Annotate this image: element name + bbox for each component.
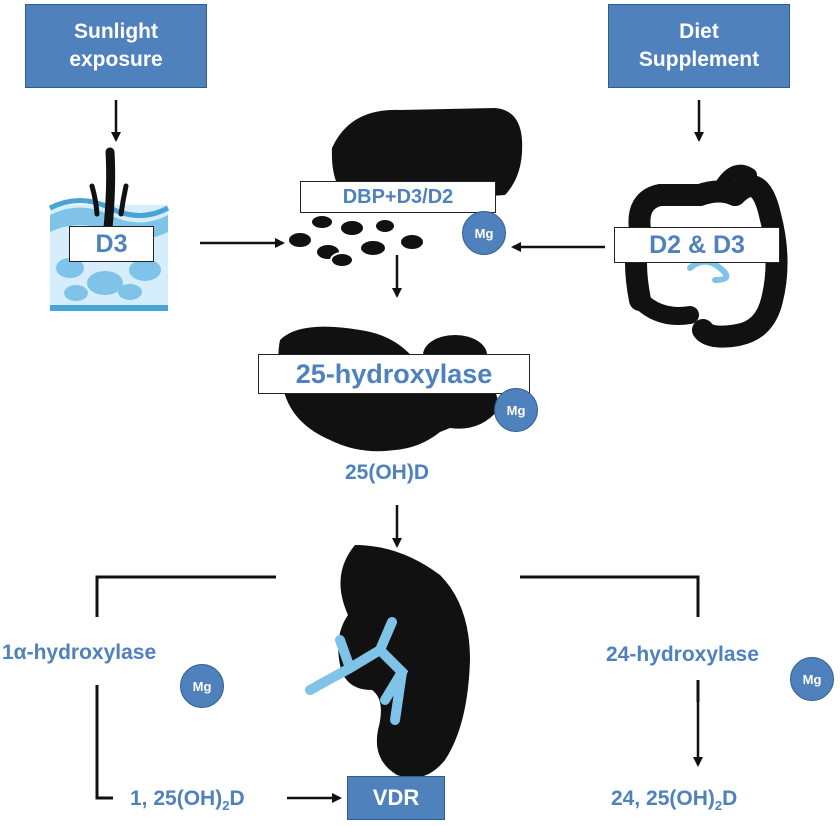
mg-badge-liver: Mg xyxy=(494,388,538,432)
product-right-sub: 2 xyxy=(714,798,723,814)
skin-d3-label: D3 xyxy=(69,226,154,262)
mg-badge-right: Mg xyxy=(790,657,834,701)
product-right-suffix: D xyxy=(722,787,738,810)
vdr-box: VDR xyxy=(347,776,445,820)
product-left-suffix: D xyxy=(229,787,245,810)
product-left-sub: 2 xyxy=(222,798,230,814)
intestine-icon xyxy=(625,164,788,348)
enzyme-1-alpha-hydroxylase: 1α-hydroxylase xyxy=(2,641,157,664)
mg-badge-blood: Mg xyxy=(462,211,506,255)
sunlight-exposure-label: Sunlight exposure xyxy=(69,20,163,71)
product-1-25-oh2d: 1, 25(OH)2D xyxy=(130,787,245,813)
blood-dbp-label: DBP+D3/D2 xyxy=(300,181,496,213)
product-left-prefix: 1, 25(OH) xyxy=(130,787,223,810)
flow-arrows xyxy=(111,100,704,803)
metabolite-25ohd: 25(OH)D xyxy=(345,461,430,484)
enzyme-24-hydroxylase: 24-hydroxylase xyxy=(606,643,759,666)
vdr-label: VDR xyxy=(372,785,420,810)
kidney-icon xyxy=(305,545,470,778)
product-right-prefix: 24, 25(OH) xyxy=(611,787,715,810)
sunlight-exposure-box: Sunlight exposure xyxy=(25,4,207,88)
mg-badge-left: Mg xyxy=(180,664,224,708)
liver-25-hydroxylase-label: 25-hydroxylase xyxy=(258,354,530,394)
gut-d2-d3-label: D2 & D3 xyxy=(614,227,780,263)
blood-vessel-icon xyxy=(287,108,523,268)
product-24-25-oh2d: 24, 25(OH)2D xyxy=(611,787,737,813)
diet-supplement-label: Diet Supplement xyxy=(638,20,760,71)
branch-lines xyxy=(95,575,700,800)
diet-supplement-box: Diet Supplement xyxy=(608,4,790,88)
